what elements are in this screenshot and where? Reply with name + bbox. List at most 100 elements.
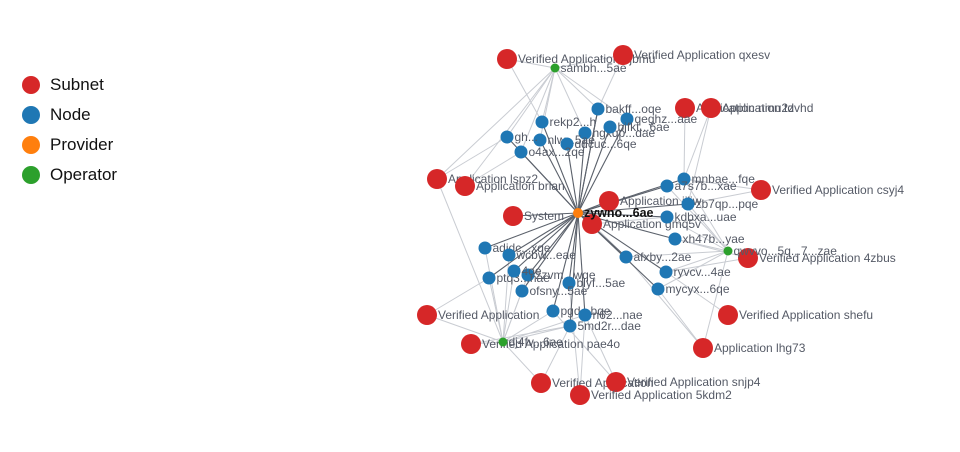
graph-edge: [577, 108, 599, 214]
node-node-circle[interactable]: [681, 197, 695, 211]
node-node[interactable]: mycyx...6qe: [651, 282, 730, 296]
graph-edge: [488, 212, 579, 279]
node-node-circle[interactable]: [482, 271, 496, 285]
node-node-circle[interactable]: [478, 241, 492, 255]
node-node[interactable]: mnbae...fqe: [677, 172, 756, 186]
node-node-circle[interactable]: [515, 284, 529, 298]
graph-edge: [683, 107, 686, 180]
node-node-circle[interactable]: [502, 248, 516, 262]
subnet-node-circle[interactable]: [503, 206, 523, 226]
subnet-node-circle[interactable]: [417, 305, 437, 325]
subnet-node-circle[interactable]: [599, 191, 619, 211]
node-node-circle[interactable]: [562, 276, 576, 290]
legend-item-node[interactable]: Node: [22, 100, 117, 130]
node-node-circle[interactable]: [659, 265, 673, 279]
node-node-circle[interactable]: [500, 130, 514, 144]
subnet-node-circle[interactable]: [497, 49, 517, 69]
node-node-circle[interactable]: [507, 264, 521, 278]
subnet-node-circle[interactable]: [582, 214, 602, 234]
graph-edge: [577, 185, 668, 214]
subnet-node[interactable]: Verified Application 5kdm2: [570, 385, 732, 405]
operator-node[interactable]: sambh...5ae: [550, 61, 627, 75]
legend-item-provider[interactable]: Provider: [22, 130, 117, 160]
node-node[interactable]: ofsny...5ae: [515, 284, 588, 298]
subnet-node[interactable]: Verified Application pae4o: [461, 334, 620, 354]
node-node-circle[interactable]: [563, 319, 577, 333]
operator-node-circle[interactable]: [498, 337, 508, 347]
subnet-node[interactable]: Application lhg73: [693, 338, 806, 358]
subnet-node-circle[interactable]: [718, 305, 738, 325]
node-node-circle[interactable]: [578, 308, 592, 322]
node-node-circle[interactable]: [591, 102, 605, 116]
subnet-node[interactable]: System: [503, 206, 564, 226]
legend-item-subnet[interactable]: Subnet: [22, 70, 117, 100]
node-node[interactable]: zb7qp...pqe: [681, 197, 759, 211]
subnet-node[interactable]: Application nmu2z: [675, 98, 794, 118]
node-node-circle[interactable]: [533, 133, 547, 147]
node-node[interactable]: kdbxa...uae: [660, 210, 737, 224]
subnet-node[interactable]: Verified Application snjp4: [606, 372, 761, 392]
subnet-node[interactable]: Verified Application qxesv: [613, 45, 770, 65]
legend-item-operator[interactable]: Operator: [22, 160, 117, 190]
operator-node-circle[interactable]: [550, 63, 560, 73]
node-node[interactable]: ddcuc...6qe: [560, 137, 637, 151]
operator-node-label: sambh...5ae: [561, 61, 627, 75]
node-node-circle[interactable]: [514, 145, 528, 159]
node-node[interactable]: n62...nae: [578, 308, 643, 322]
node-node[interactable]: bakff...oqe: [591, 102, 662, 116]
node-node[interactable]: zzvm...wqe: [521, 268, 596, 282]
node-node-circle[interactable]: [521, 268, 535, 282]
node-node[interactable]: xh47b...yae: [668, 232, 745, 246]
subnet-node-circle[interactable]: [570, 385, 590, 405]
operator-node[interactable]: qwvvo...5q...7...zae: [723, 244, 838, 258]
node-node[interactable]: rekp2...h: [535, 115, 597, 129]
subnet-node[interactable]: Verified Application 4zbus: [738, 248, 896, 268]
subnet-node-circle[interactable]: [701, 98, 721, 118]
subnet-node[interactable]: Application jiliw: [599, 191, 702, 211]
node-node-circle[interactable]: [620, 112, 634, 126]
provider-node-circle[interactable]: [573, 208, 583, 218]
node-node[interactable]: afxby...2ae: [619, 250, 692, 264]
subnet-node-circle[interactable]: [613, 45, 633, 65]
node-node-circle[interactable]: [560, 137, 574, 151]
node-node-circle[interactable]: [660, 179, 674, 193]
subnet-node[interactable]: Verified Application csyj4: [751, 180, 904, 200]
node-node[interactable]: 4oe: [507, 264, 542, 278]
node-node[interactable]: o4ax...2qe: [514, 145, 585, 159]
subnet-node-circle[interactable]: [531, 373, 551, 393]
subnet-node-circle[interactable]: [455, 176, 475, 196]
provider-node[interactable]: zywno...6ae: [573, 206, 654, 220]
subnet-node[interactable]: Application tdvhd: [701, 98, 813, 118]
subnet-node-circle[interactable]: [738, 248, 758, 268]
node-node[interactable]: qeghz...aae: [620, 112, 698, 126]
subnet-node-circle[interactable]: [751, 180, 771, 200]
operator-node-circle[interactable]: [723, 246, 733, 256]
node-node[interactable]: 5md2r...dae: [563, 319, 642, 333]
node-node-circle[interactable]: [535, 115, 549, 129]
subnet-node-circle[interactable]: [606, 372, 626, 392]
node-node-circle[interactable]: [677, 172, 691, 186]
operator-node[interactable]: dj4fv...6ae: [498, 335, 564, 349]
subnet-node[interactable]: Application gmq5v: [582, 214, 701, 234]
node-node[interactable]: ryvcv...4ae: [659, 265, 731, 279]
subnet-node-circle[interactable]: [461, 334, 481, 354]
subnet-node-circle[interactable]: [427, 169, 447, 189]
node-node-circle[interactable]: [578, 126, 592, 140]
subnet-node-circle[interactable]: [693, 338, 713, 358]
subnet-node[interactable]: Application brian: [455, 176, 565, 196]
node-node-circle[interactable]: [546, 304, 560, 318]
node-node-circle[interactable]: [603, 120, 617, 134]
subnet-node[interactable]: Verified Application: [417, 305, 539, 325]
node-node-circle[interactable]: [668, 232, 682, 246]
node-node[interactable]: bjfkt...6ae: [603, 120, 670, 134]
node-node[interactable]: wcbw...eae: [502, 248, 577, 262]
node-node[interactable]: blyf...5ae: [562, 276, 626, 290]
node-node-circle[interactable]: [651, 282, 665, 296]
node-node[interactable]: a7s7b...xae: [660, 179, 737, 193]
node-node-circle[interactable]: [660, 210, 674, 224]
subnet-node[interactable]: Verified Application shefu: [718, 305, 873, 325]
node-node[interactable]: gh...: [500, 130, 538, 144]
subnet-node-circle[interactable]: [675, 98, 695, 118]
node-node-circle[interactable]: [619, 250, 633, 264]
